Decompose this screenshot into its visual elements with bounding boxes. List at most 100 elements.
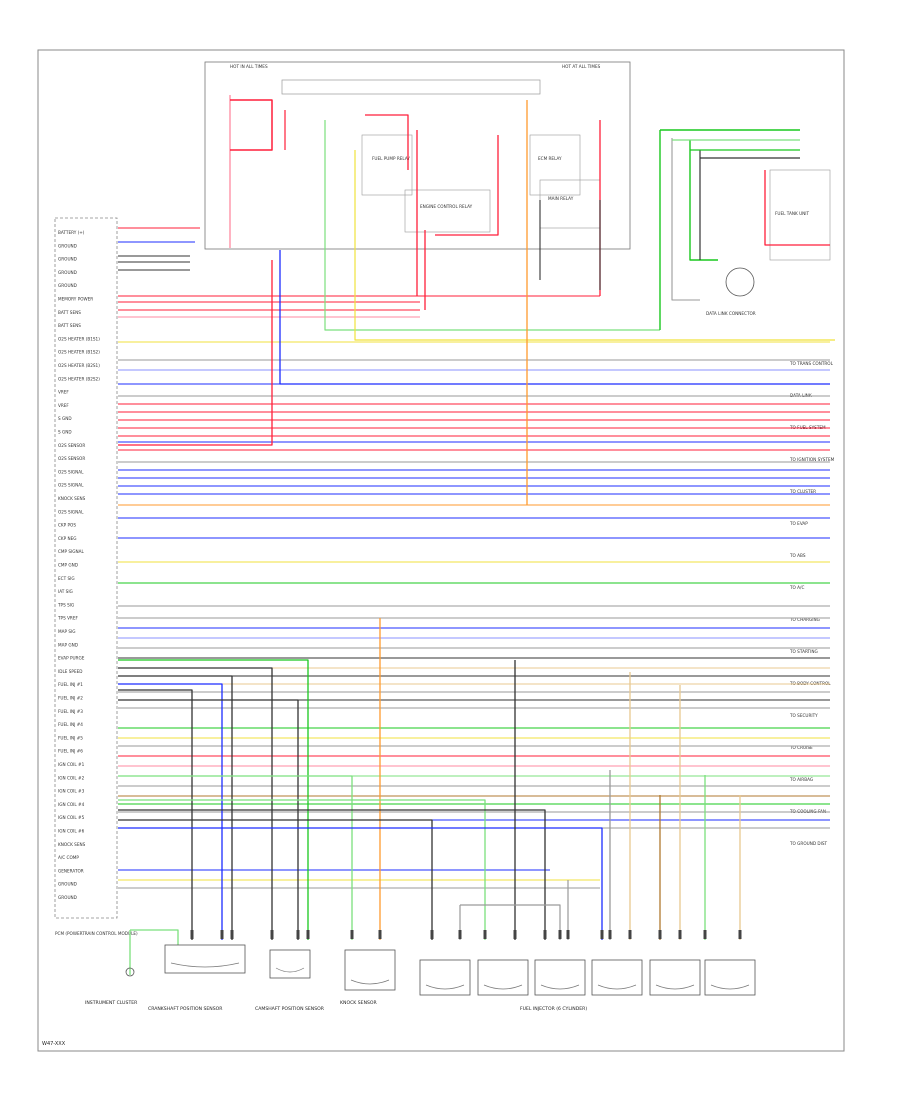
sensor-wire — [118, 675, 233, 940]
pcm-pin-label: FUEL INJ #4 — [58, 722, 83, 727]
camshaft-sensor-symbol — [275, 967, 305, 973]
pcm-caption: PCM (POWERTRAIN CONTROL MODULE) — [55, 931, 138, 936]
pcm-pin-label: FUEL INJ #5 — [58, 735, 83, 740]
pcm-pin-label: IGN COIL #1 — [58, 762, 85, 767]
terminal-pin — [430, 930, 434, 939]
terminal-pin — [378, 930, 382, 939]
fuel-injector-5 — [649, 959, 701, 996]
fuel-injector-1-symbol — [425, 984, 465, 990]
knock-sensor-label: KNOCK SENSOR — [340, 1000, 378, 1006]
bottom-components — [125, 930, 756, 996]
terminal-pin — [558, 930, 562, 939]
terminal-pin — [703, 930, 707, 939]
terminal-pin — [738, 930, 742, 939]
relay-wire — [365, 114, 409, 170]
right-connection-label: TO STARTING — [789, 649, 818, 654]
pcm-pin-label: GROUND — [58, 895, 77, 900]
right-connection-label: TO TRANS CONTROL — [789, 361, 834, 366]
relay-3-label: ENGINE CONTROL RELAY — [420, 204, 473, 209]
pcm-pin-label: IGN COIL #5 — [58, 815, 85, 820]
sensor-wire — [118, 689, 193, 940]
crankshaft-sensor-label: CRANKSHAFT POSITION SENSOR — [148, 1006, 223, 1012]
pcm-pin-label: FUEL INJ #1 — [58, 682, 83, 687]
pcm-pin-label: O2S HEATER (B2S1) — [58, 363, 100, 368]
pcm-pin-label: O2S SIGNAL — [58, 483, 84, 488]
pcm-pin-label: O2S HEATER (B1S1) — [58, 336, 100, 341]
pcm-pin-label: EVAP PURGE — [58, 656, 85, 661]
pcm-pin-label: CKP POS — [58, 523, 76, 528]
fuel-injector-5-symbol — [655, 984, 695, 990]
pcm-pin-label: KNOCK SENS — [58, 842, 86, 847]
relay-2 — [529, 134, 581, 196]
fuel-injector-1 — [419, 959, 471, 996]
pcm-pin-label: GENERATOR — [58, 868, 84, 873]
terminal-pin — [658, 930, 662, 939]
pcm-pin-label: O2S HEATER (B1S2) — [58, 350, 100, 355]
pcm-pin-label: GROUND — [58, 882, 77, 887]
terminal-pin — [600, 930, 604, 939]
right-connection-label: TO A/C — [789, 585, 804, 590]
header-right: HOT AT ALL TIMES — [562, 64, 601, 69]
fuel-injector-4 — [591, 959, 643, 996]
green-wire — [689, 140, 718, 261]
sensor-wire — [118, 775, 353, 940]
sensor-wire — [118, 667, 273, 940]
right-connection-label: TO IGNITION SYSTEM — [789, 457, 835, 462]
fuel-injector-6 — [704, 959, 756, 996]
crankshaft-sensor-symbol — [170, 962, 240, 968]
right-connection-label: TO CLUSTER — [789, 489, 816, 494]
pcm-pin-label: O2S SIGNAL — [58, 509, 84, 514]
pcm-pin-label: O2S HEATER (B2S2) — [58, 376, 100, 381]
fuel-injector-2-symbol — [483, 984, 523, 990]
terminal-pin — [220, 930, 224, 939]
relay-1-label: FUEL PUMP RELAY — [372, 156, 410, 161]
crankshaft-sensor — [164, 944, 246, 974]
camshaft-sensor-label: CAMSHAFT POSITION SENSOR — [255, 1006, 325, 1012]
red-wire — [764, 170, 830, 246]
camshaft-sensor — [269, 949, 311, 979]
pcm-pin-label: MAP GND — [58, 642, 78, 647]
right-connection-label: TO AIRBAG — [789, 777, 813, 782]
terminal-pin — [513, 930, 517, 939]
terminal-pin — [458, 930, 462, 939]
instrument-cluster-label: INSTRUMENT CLUSTER — [85, 1000, 138, 1006]
sensor-wire — [118, 659, 309, 940]
pcm-pin-labels: BATTERY (+)GROUNDGROUNDGROUNDGROUNDMEMOR… — [57, 230, 835, 900]
pcm-pin-label: CMP SIGNAL — [58, 549, 85, 554]
power-feed-wire — [118, 260, 273, 446]
terminal-pin — [678, 930, 682, 939]
relay-wire — [324, 120, 660, 331]
data-link-connector — [725, 267, 755, 297]
pcm-pin-label: TPS VREF — [57, 616, 78, 621]
right-connection-label: TO CHARGING — [789, 617, 820, 622]
gray-wire — [671, 138, 700, 301]
pcm-pin-label: MEMORY POWER — [58, 297, 93, 302]
pcm-pin-label: VREF — [58, 403, 69, 408]
fuel-injector-3 — [534, 959, 586, 996]
injector-wire — [118, 799, 486, 940]
pcm-pin-label: O2S SENSOR — [58, 443, 85, 448]
pcm-pin-label: BATTERY (+) — [58, 230, 85, 235]
terminal-pin — [230, 930, 234, 939]
injector-wire — [460, 904, 561, 940]
terminal-pin — [628, 930, 632, 939]
instrument-cluster-connector — [125, 967, 135, 977]
relay-wire — [354, 150, 835, 341]
pcm-pin-label: GROUND — [58, 270, 77, 275]
pcm-pin-label: BATT SENS — [58, 323, 81, 328]
right-connection-label: TO CRUISE — [789, 745, 813, 750]
pcm-pin-label: IGN COIL #4 — [58, 802, 85, 807]
knock-sensor — [344, 949, 396, 991]
footer-code: W47-XXX — [42, 1041, 66, 1047]
fuel-injector-2 — [477, 959, 529, 996]
terminal-pin — [350, 930, 354, 939]
cluster-wire — [130, 929, 179, 945]
pcm-pin-label: IGN COIL #3 — [58, 789, 85, 794]
terminal-pin — [296, 930, 300, 939]
injector-wire — [118, 809, 546, 940]
relay-1 — [361, 134, 413, 196]
terminal-pin — [543, 930, 547, 939]
top-right-component — [769, 169, 831, 261]
fuel-injector-6-symbol — [710, 984, 750, 990]
